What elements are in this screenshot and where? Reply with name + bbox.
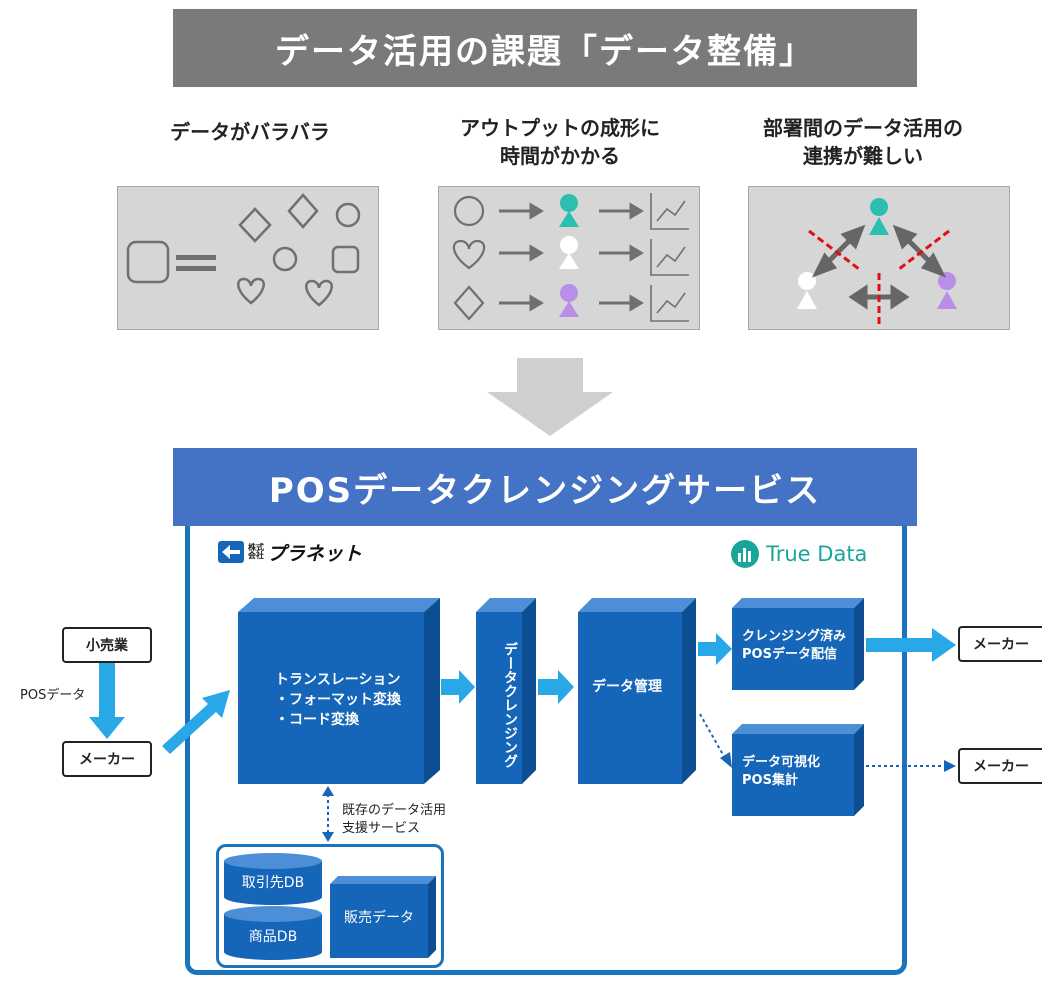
translation-block-shape (238, 598, 440, 784)
circle-icon (335, 202, 361, 228)
square-icon (331, 245, 360, 274)
heart-icon (452, 239, 486, 270)
maker-right-1-label: メーカー (973, 637, 1029, 653)
service-title: POSデータクレンジングサービス (268, 470, 822, 511)
visual-line2: POS集計 (742, 773, 798, 788)
dept-coordination-panel (748, 186, 1010, 330)
output-flow-illustration (452, 193, 689, 322)
blocked-line-icon (808, 229, 950, 325)
down-arrow-icon (487, 358, 613, 436)
translation-item-format: ・フォーマット変換 (275, 692, 401, 708)
circle-icon (272, 246, 298, 272)
delivery-block: クレンジング済み POSデータ配信 (742, 628, 846, 664)
right-arrow-icon (441, 670, 475, 704)
data-mgmt-label: データ管理 (592, 679, 662, 695)
cleansing-block: データクレンジング (482, 642, 518, 768)
person-icon-purple (559, 284, 579, 317)
delivery-block-shape (732, 598, 864, 690)
diagonal-arrow-icon (162, 690, 230, 754)
problem-title-2: アウトプットの成形に 時間がかかる (430, 114, 690, 170)
sales-data-block-shape (330, 876, 436, 958)
retailer-box: 小売業 (62, 627, 152, 663)
challenge-title-banner: データ活用の課題「データ整備」 (173, 9, 917, 87)
existing-service-label: 既存のデータ活用 支援サービス (342, 802, 446, 838)
dotted-right-arrow-icon (866, 760, 956, 772)
visualization-block-shape (732, 724, 864, 816)
right-arrow-icon (698, 633, 732, 665)
planet-logo-prefix: 株式 会社 (248, 543, 264, 560)
heart-icon (305, 279, 333, 307)
right-arrow-icon (866, 628, 956, 662)
delivery-line2: POSデータ配信 (742, 647, 837, 662)
person-icon-white (797, 272, 817, 309)
maker-box-right-2: メーカー (958, 748, 1042, 784)
data-mgmt-block-shape (578, 598, 696, 784)
line-chart-icon (650, 193, 689, 322)
pos-data-label: POSデータ (20, 688, 86, 703)
retailer-label: 小売業 (86, 638, 128, 654)
square-icon (126, 240, 170, 284)
right-arrow-icon (538, 670, 574, 704)
problem-1-line1: データがバラバラ (170, 120, 330, 144)
translation-title: トランスレーション (275, 672, 401, 688)
visual-line1: データ可視化 (742, 755, 821, 770)
diamond-icon (287, 193, 319, 229)
delivery-line1: クレンジング済み (742, 629, 847, 644)
truedata-logo-text: True Data (766, 542, 868, 566)
visualization-block: データ可視化 POS集計 (742, 754, 820, 790)
dotted-arrow-icon (699, 713, 732, 768)
database-icon (224, 853, 322, 905)
dept-coordination-illustration (797, 198, 957, 325)
problem-2-line1: アウトプットの成形に (460, 116, 660, 140)
existing-services-box (216, 844, 444, 968)
service-title-banner: POSデータクレンジングサービス (173, 448, 917, 526)
maker-right-2-label: メーカー (973, 759, 1029, 775)
problem-3-line1: 部署間のデータ活用の (763, 116, 963, 140)
equals-icon (176, 255, 216, 260)
database-icon (224, 906, 322, 960)
planet-mark-icon (218, 541, 244, 563)
planet-logo-text: プラネット (267, 542, 363, 565)
output-shaping-panel (438, 186, 700, 330)
product-db-label: 商品DB (248, 929, 298, 945)
existing-line2: 支援サービス (342, 821, 421, 836)
data-mgmt-block: データ管理 (592, 676, 662, 696)
person-icon-purple (937, 272, 957, 309)
truedata-logo: True Data (730, 539, 867, 569)
challenge-title: データ活用の課題「データ整備」 (275, 31, 815, 72)
maker-box-left: メーカー (62, 741, 152, 777)
partner-db-label: 取引先DB (241, 875, 305, 891)
circle-icon (453, 195, 485, 227)
maker-box-right-1: メーカー (958, 626, 1042, 662)
scattered-data-panel (117, 186, 379, 330)
problem-2-line2: 時間がかかる (500, 144, 620, 168)
cleansing-label: データクレンジング (502, 642, 518, 768)
truedata-mark-icon (731, 540, 759, 568)
down-arrow-blue-icon (89, 663, 125, 739)
translation-item-code: ・コード変換 (275, 712, 359, 728)
problem-title-3: 部署間のデータ活用の 連携が難しい (728, 114, 998, 170)
person-icon-teal (559, 194, 579, 227)
maker-left-label: メーカー (79, 752, 135, 768)
translation-block: トランスレーション ・フォーマット変換 ・コード変換 (275, 670, 401, 730)
dotted-double-arrow-icon (322, 786, 334, 842)
person-icon-teal (869, 198, 889, 235)
existing-line1: 既存のデータ活用 (342, 803, 447, 818)
problem-3-line2: 連携が難しい (803, 144, 923, 168)
cleansing-block-shape (476, 598, 536, 784)
heart-icon (237, 277, 265, 305)
scattered-shapes-illustration (126, 193, 361, 307)
planet-logo: 株式 会社 プラネット (218, 539, 362, 565)
problem-title-1: データがバラバラ (120, 118, 380, 146)
diamond-icon (453, 285, 485, 321)
sales-data-label: 販売データ (344, 910, 414, 926)
diamond-icon (238, 207, 272, 243)
person-icon-white (559, 236, 579, 269)
